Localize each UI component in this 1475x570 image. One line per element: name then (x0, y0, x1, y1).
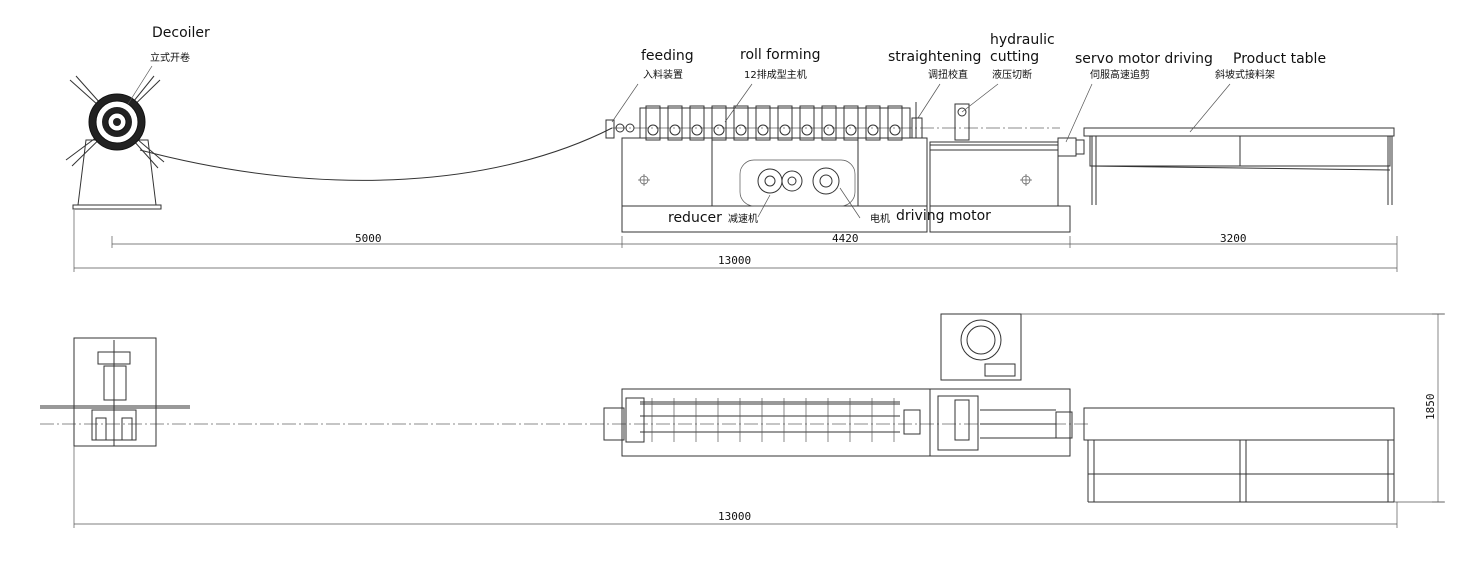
feeding-label: feeding (641, 48, 694, 64)
servo-label: servo motor driving (1075, 51, 1213, 67)
top-view (40, 313, 1445, 528)
hydraulic-label: hydraulic (990, 32, 1055, 48)
servo-cn-label: 伺服高速追剪 (1090, 68, 1150, 81)
decoiler-top (40, 337, 190, 447)
top-dimensions (73, 313, 1444, 528)
hydraulic-cutting-cn-label: 液压切断 (992, 68, 1032, 81)
side-view (65, 65, 1398, 272)
reducer-label: reducer (668, 210, 722, 226)
hydraulic-station-top (940, 313, 1445, 381)
dim-13000-top: 13000 (718, 510, 751, 523)
dim-3200: 3200 (1220, 232, 1247, 245)
reducer-and-motor (739, 159, 856, 207)
straightening-label: straightening (888, 49, 981, 65)
straightening-side (911, 102, 923, 139)
side-dimensions (73, 210, 1398, 272)
roll-forming-cn-label: 12排成型主机 (744, 68, 807, 81)
cutting-label: cutting (990, 49, 1039, 65)
decoiler-label: Decoiler (152, 25, 210, 41)
reducer-cn-label: 减速机 (728, 212, 758, 225)
servo-side (1057, 137, 1085, 157)
dim-4420: 4420 (832, 232, 859, 245)
straightening-cn-label: 调扭校直 (928, 68, 968, 81)
decoiler-side (65, 75, 165, 210)
roll-forming-label: roll forming (740, 47, 821, 63)
motor-cn-label: 电机 (870, 212, 890, 225)
product-table-top (1083, 407, 1445, 503)
dim-1850: 1850 (1424, 394, 1437, 421)
roll-forming-top (603, 388, 1073, 457)
driving-motor-label: driving motor (896, 208, 991, 224)
strip-curve (139, 127, 613, 181)
product-table-cn-label: 斜坡式接料架 (1215, 68, 1275, 81)
dim-13000-side: 13000 (718, 254, 751, 267)
roll-stands (645, 105, 903, 141)
product-table-side (1083, 127, 1395, 205)
decoiler-cn-label: 立式开卷 (150, 51, 190, 64)
feeding-cn-label: 入料装置 (643, 68, 683, 81)
cutting-side (929, 103, 1071, 233)
leader-lines (127, 65, 1231, 219)
product-table-label: Product table (1233, 51, 1326, 67)
dim-5000: 5000 (355, 232, 382, 245)
